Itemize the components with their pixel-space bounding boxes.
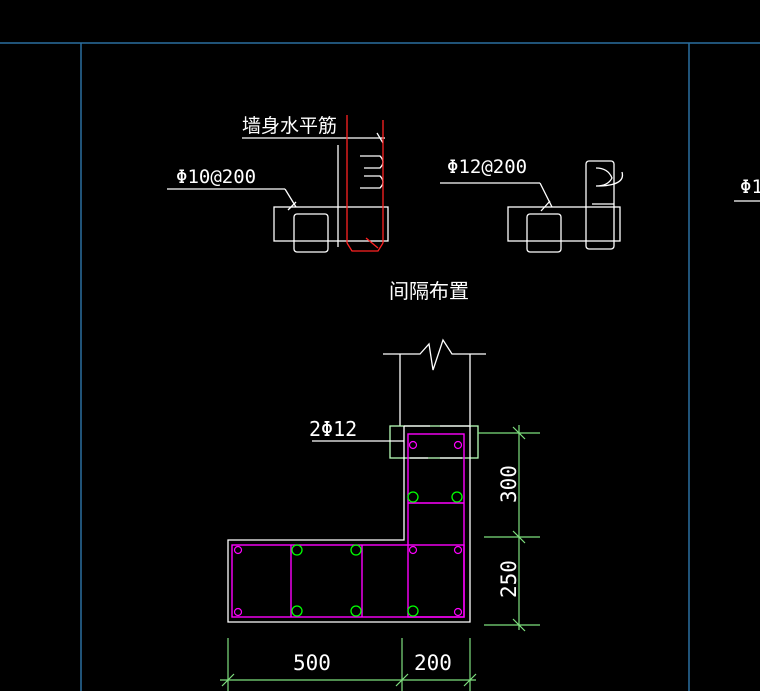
wall-horizontal-bar-red [346, 115, 384, 252]
dimension-lines [220, 425, 540, 691]
dim-250-label: 250 [497, 560, 521, 598]
main-bars-label: 2Φ12 [309, 417, 357, 441]
interval-note-label: 间隔布置 [389, 279, 469, 303]
wall-break-top [383, 338, 486, 426]
tie-right-label: Φ12@200 [447, 156, 527, 178]
longitudinal-bars [291, 491, 463, 617]
drawing-frame [0, 42, 760, 691]
dim-200-label: 200 [414, 651, 452, 675]
dim-300-label: 300 [497, 465, 521, 503]
tie-left-label: Φ10@200 [176, 166, 256, 188]
wall-horizontal-bar-label: 墙身水平筋 [242, 115, 337, 137]
tie-right-partial-label: Φ1 [740, 176, 760, 198]
column-flange [389, 425, 479, 459]
tie-detail-right [440, 160, 624, 253]
corner-bars [233, 440, 463, 617]
dim-500-label: 500 [293, 651, 331, 675]
tie-detail-left [167, 132, 389, 253]
stirrup-hooks [404, 425, 470, 459]
column-outline [227, 426, 471, 623]
stirrups [231, 433, 465, 618]
